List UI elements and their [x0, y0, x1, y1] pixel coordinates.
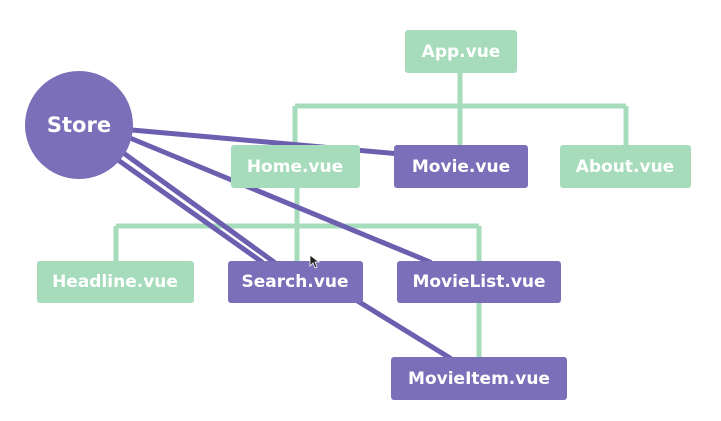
- node-app-label: App.vue: [422, 42, 501, 62]
- node-search-label: Search.vue: [242, 272, 349, 292]
- store-connections: [115, 127, 453, 361]
- node-headline: Headline.vue: [37, 261, 194, 303]
- node-about: About.vue: [560, 145, 691, 188]
- node-home: Home.vue: [231, 145, 360, 188]
- connector-app-children: [292, 72, 629, 148]
- node-movielist: MovieList.vue: [397, 261, 561, 303]
- node-movieitem-label: MovieItem.vue: [408, 369, 550, 389]
- node-movielist-label: MovieList.vue: [412, 272, 545, 292]
- node-home-label: Home.vue: [247, 157, 343, 177]
- node-app: App.vue: [405, 30, 517, 73]
- store-node: Store: [25, 71, 133, 179]
- store-line-movielist: [127, 135, 433, 265]
- node-about-label: About.vue: [576, 157, 674, 177]
- node-search: Search.vue: [228, 261, 363, 303]
- node-headline-label: Headline.vue: [52, 272, 178, 292]
- mouse-cursor-icon: [309, 254, 321, 269]
- connector-home-children: [113, 188, 482, 262]
- store-line-search-2: [115, 157, 265, 265]
- store-line-movieitem: [353, 297, 453, 361]
- node-movie-label: Movie.vue: [412, 157, 510, 177]
- node-movieitem: MovieItem.vue: [391, 357, 567, 400]
- store-line-search-1: [119, 149, 277, 265]
- tree-connectors: [113, 72, 629, 358]
- store-label: Store: [47, 113, 111, 137]
- node-movie: Movie.vue: [394, 145, 528, 188]
